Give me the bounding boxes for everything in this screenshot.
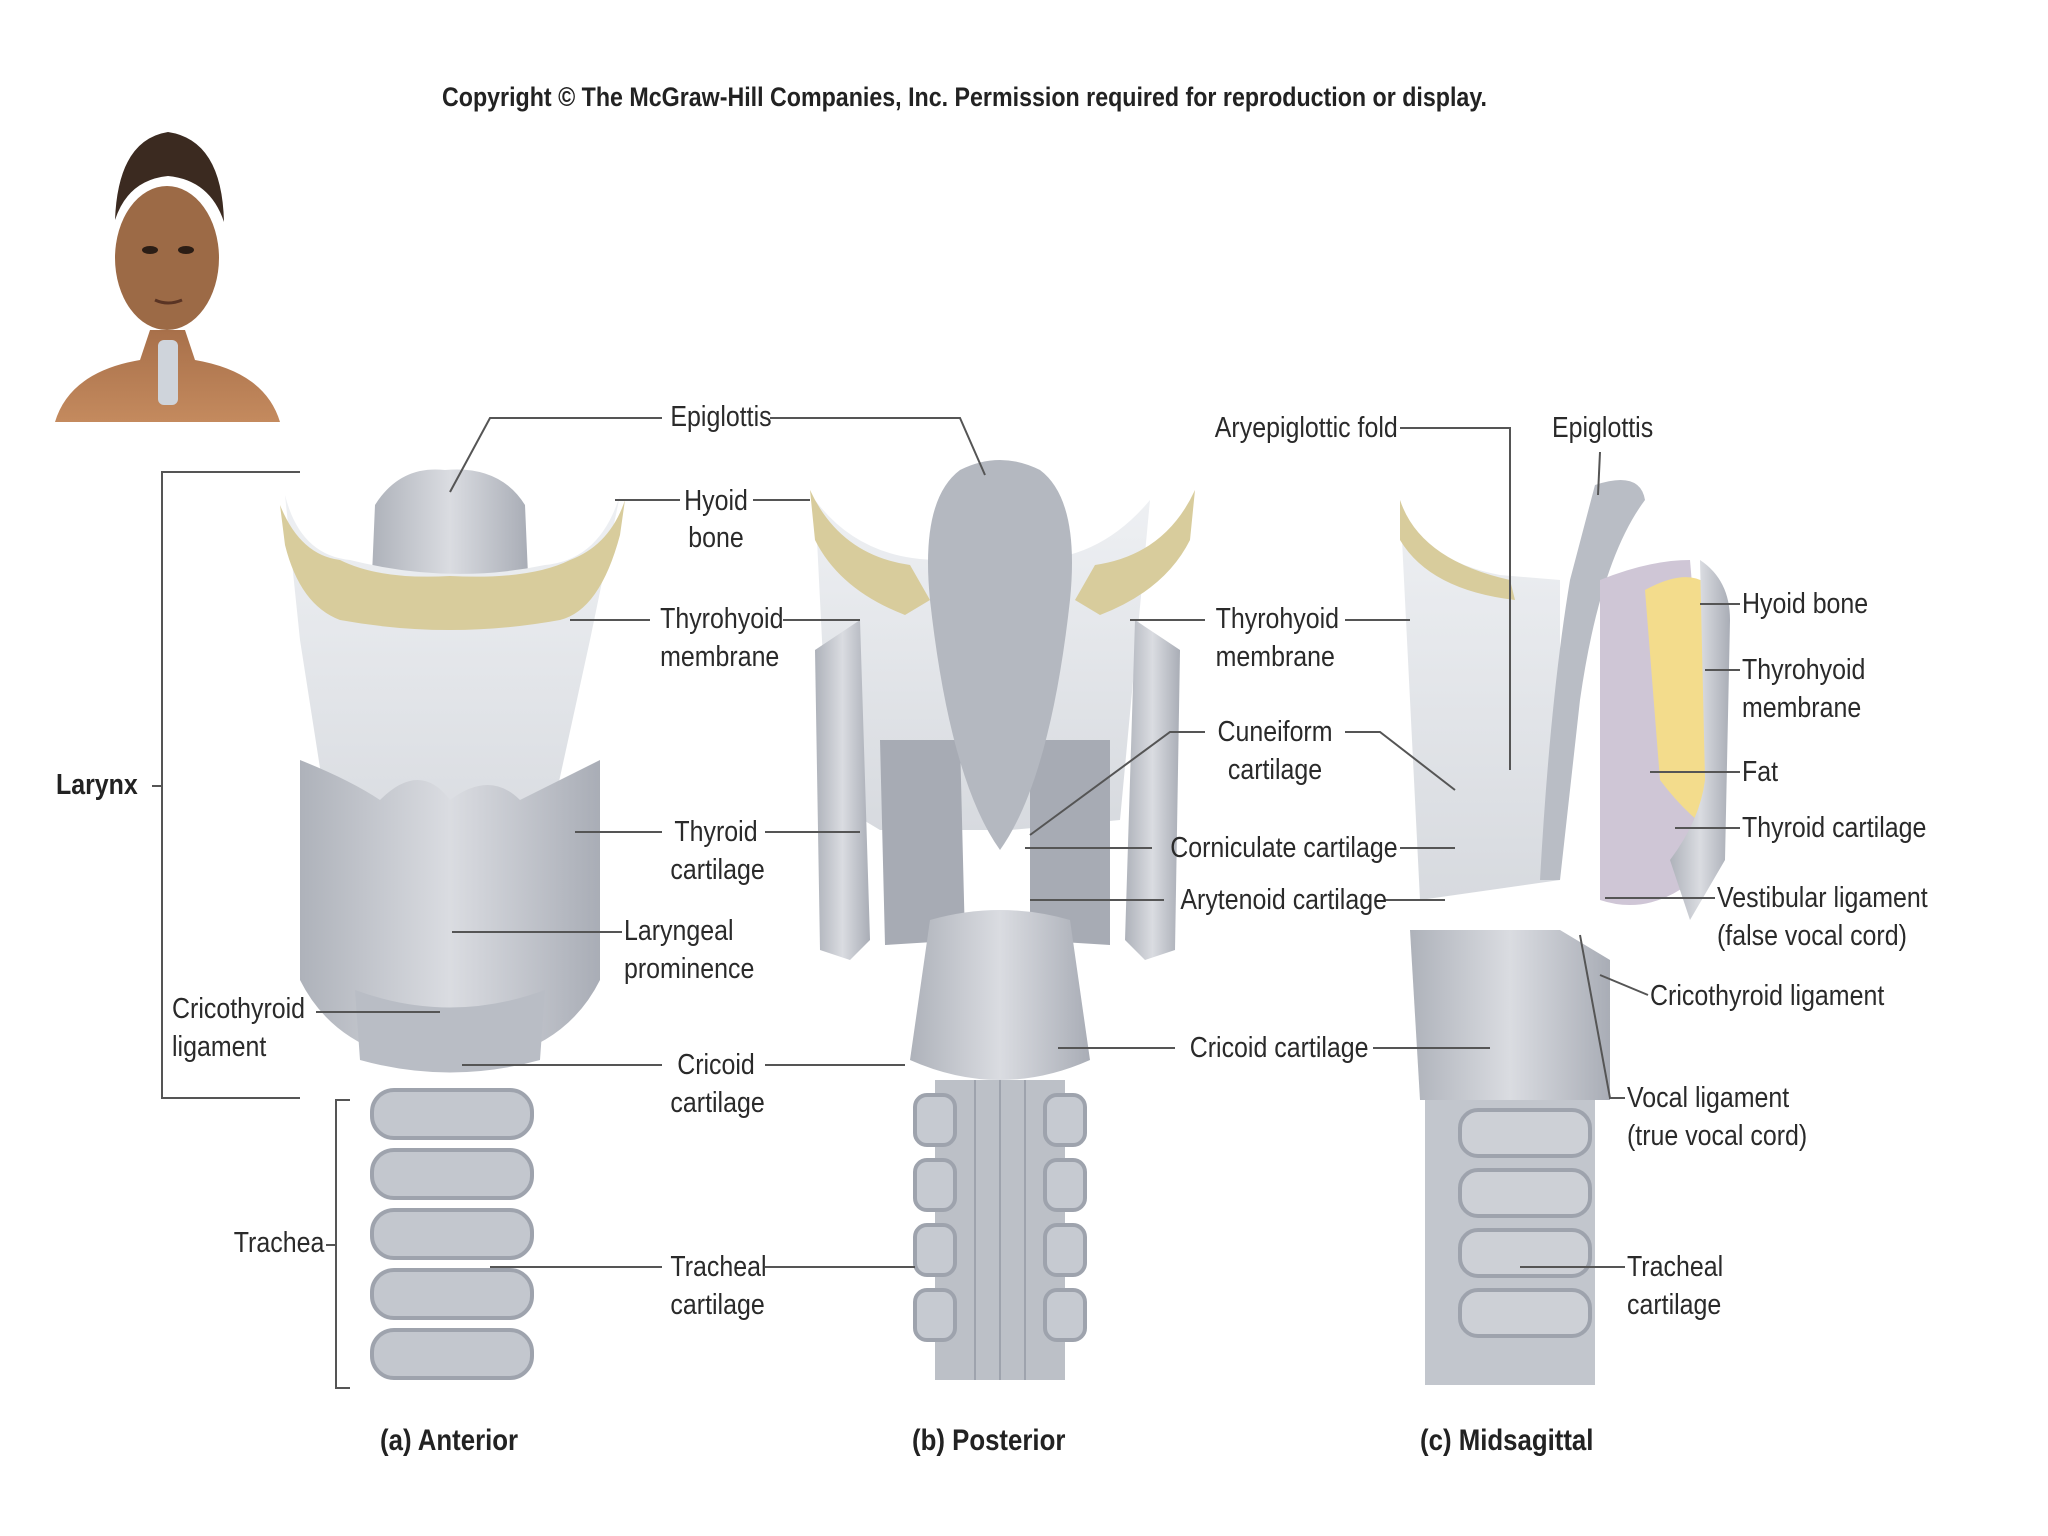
label-epiglottis-ab: Epiglottis	[670, 401, 772, 433]
label-arytenoid-cartilage: Arytenoid cartilage	[1180, 884, 1387, 916]
label-thyroid-cartilage-c: Thyroid cartilage	[1742, 812, 1927, 844]
label-cuneiform-cartilage-2: cartilage	[1227, 754, 1323, 786]
copyright-notice: Copyright © The McGraw-Hill Companies, I…	[442, 82, 1487, 112]
figure-thumbnail	[55, 132, 280, 422]
label-epiglottis-c: Epiglottis	[1552, 412, 1654, 444]
label-hyoid-bone-ab-2: bone	[688, 522, 744, 554]
label-fat: Fat	[1742, 756, 1779, 788]
label-laryngeal-prominence-1: Laryngeal	[624, 915, 734, 947]
caption-anterior: (a) Anterior	[380, 1424, 519, 1457]
label-cricothyroid-ligament-a-2: ligament	[172, 1031, 267, 1063]
midsagittal-view-illustration	[1400, 480, 1730, 1385]
label-vestibular-ligament-2: (false vocal cord)	[1717, 920, 1907, 952]
label-aryepiglottic-fold: Aryepiglottic fold	[1215, 412, 1398, 444]
label-thyrohyoid-membrane-ab-1: Thyrohyoid	[660, 603, 784, 635]
label-larynx: Larynx	[56, 769, 138, 801]
caption-posterior: (b) Posterior	[912, 1424, 1066, 1457]
label-thyrohyoid-membrane-c-1: Thyrohyoid	[1742, 654, 1866, 686]
label-vestibular-ligament-1: Vestibular ligament	[1717, 882, 1928, 914]
label-thyrohyoid-membrane-bc-2: membrane	[1215, 641, 1335, 673]
label-corniculate-cartilage: Corniculate cartilage	[1170, 832, 1398, 864]
label-thyrohyoid-membrane-bc-1: Thyrohyoid	[1215, 603, 1340, 635]
label-thyrohyoid-membrane-ab-2: membrane	[660, 641, 780, 673]
label-thyroid-cartilage-ab-2: cartilage	[670, 854, 765, 886]
label-vocal-ligament-2: (true vocal cord)	[1627, 1120, 1808, 1152]
label-cricothyroid-ligament-c: Cricothyroid ligament	[1650, 980, 1885, 1012]
label-cuneiform-cartilage-1: Cuneiform	[1217, 716, 1333, 748]
posterior-view-illustration	[810, 460, 1195, 1380]
label-cricoid-cartilage-bc: Cricoid cartilage	[1189, 1032, 1369, 1064]
label-hyoid-bone-c: Hyoid bone	[1742, 588, 1869, 620]
label-tracheal-cartilage-c-2: cartilage	[1627, 1289, 1722, 1321]
anterior-view-illustration	[280, 469, 625, 1380]
label-tracheal-cartilage-ab-1: Tracheal	[670, 1251, 767, 1283]
label-thyrohyoid-membrane-c-2: membrane	[1742, 692, 1862, 724]
label-cricoid-cartilage-ab-2: cartilage	[670, 1087, 765, 1119]
label-trachea: Trachea	[233, 1227, 324, 1259]
label-thyroid-cartilage-ab-1: Thyroid	[674, 816, 758, 848]
label-vocal-ligament-1: Vocal ligament	[1627, 1082, 1790, 1114]
label-tracheal-cartilage-ab-2: cartilage	[670, 1289, 765, 1321]
leader-lines	[152, 417, 1740, 1389]
label-hyoid-bone-ab-1: Hyoid	[684, 485, 748, 517]
label-cricoid-cartilage-ab-1: Cricoid	[677, 1049, 755, 1081]
caption-midsagittal: (c) Midsagittal	[1420, 1424, 1594, 1457]
label-tracheal-cartilage-c-1: Tracheal	[1627, 1251, 1724, 1283]
label-cricothyroid-ligament-a-1: Cricothyroid	[172, 993, 306, 1025]
label-laryngeal-prominence-2: prominence	[624, 953, 755, 985]
